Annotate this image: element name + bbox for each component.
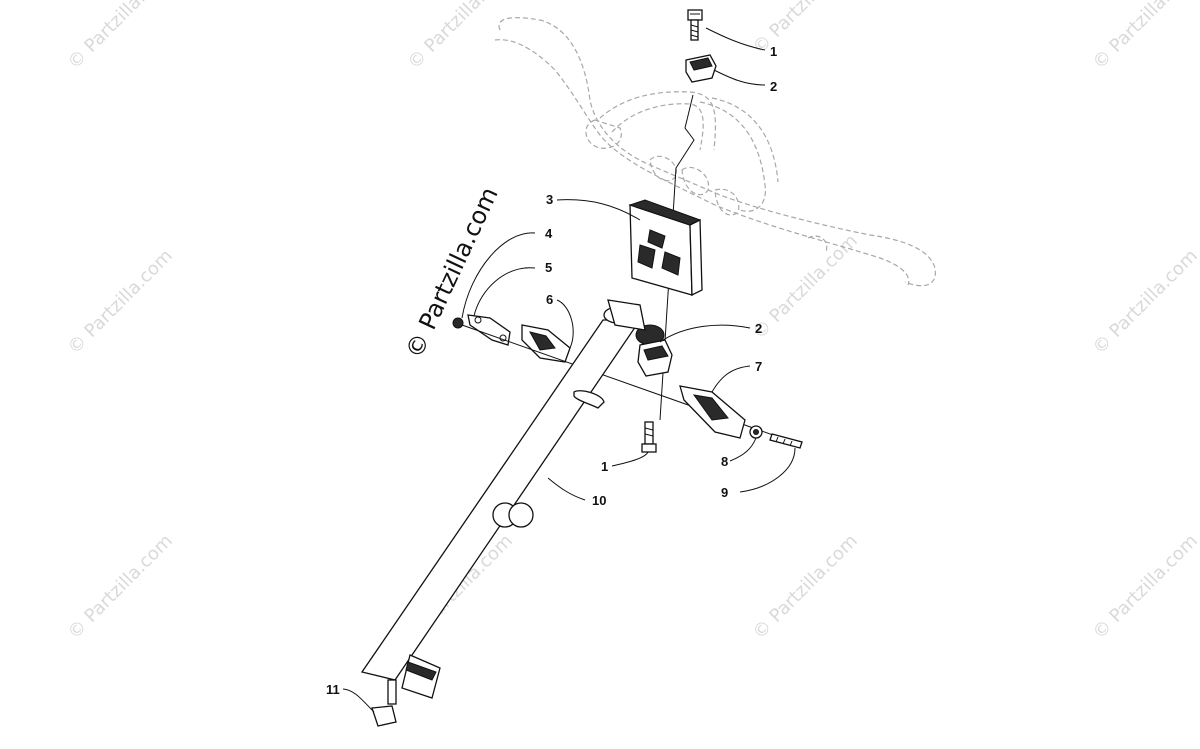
bottom-bolt [371, 679, 397, 727]
top-clamp [685, 54, 717, 83]
callout-7: 7 [755, 359, 762, 374]
watermark-tile: © Partzilla.com [64, 530, 177, 643]
callout-1-top: 1 [770, 44, 777, 59]
watermark-tile: © Partzilla.com [1089, 0, 1200, 74]
callout-9: 9 [721, 485, 728, 500]
callout-11: 11 [326, 682, 340, 697]
callout-5: 5 [545, 260, 552, 275]
washer [749, 425, 763, 439]
mid-clamp [637, 339, 673, 377]
callout-10: 10 [592, 493, 606, 508]
callouts: 1 2 3 4 5 6 2 7 1 8 9 10 11 [326, 44, 777, 697]
callout-4: 4 [545, 226, 553, 241]
lever-block [521, 324, 571, 363]
watermark-tile: © Partzilla.com [1089, 530, 1200, 643]
small-nut [452, 317, 464, 329]
handlebar-outline [494, 17, 936, 287]
callout-1-low: 1 [601, 459, 608, 474]
watermark-tile: © Partzilla.com [64, 0, 177, 74]
callout-3: 3 [546, 192, 553, 207]
steering-post [360, 299, 665, 699]
watermark-tile: © Partzilla.com [749, 0, 862, 59]
throttle-bracket [467, 314, 511, 346]
lower-bolt [641, 421, 657, 453]
callout-2-top: 2 [770, 79, 777, 94]
watermark-tile: © Partzilla.com [64, 245, 177, 358]
screw [769, 433, 803, 449]
top-bolt [687, 9, 703, 41]
throttle-housing [679, 385, 746, 439]
watermark-tile: © Partzilla.com [1089, 245, 1200, 358]
leader-lines [342, 27, 796, 713]
callout-8: 8 [721, 454, 728, 469]
riser-block [628, 199, 703, 297]
callout-6: 6 [546, 292, 553, 307]
watermark-tile: © Partzilla.com [404, 0, 517, 74]
callout-2-mid: 2 [755, 321, 762, 336]
watermark-tile: © Partzilla.com [749, 530, 862, 643]
